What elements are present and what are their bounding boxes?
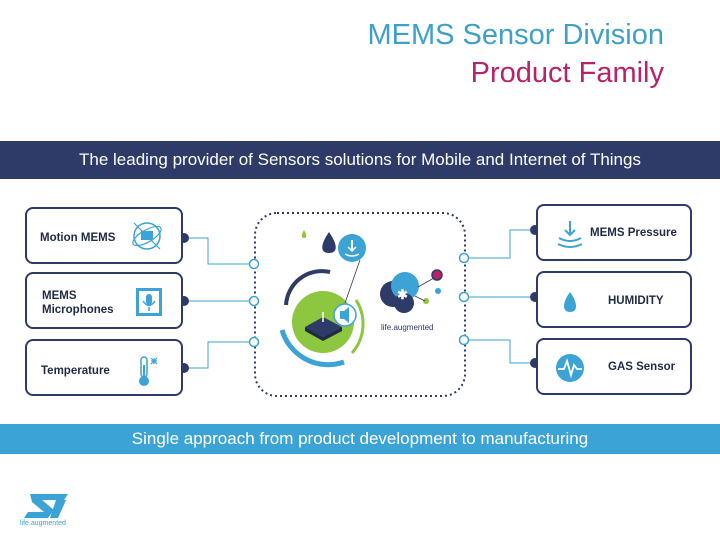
logo-tagline: life.augmented [20,520,66,527]
center-tagline: life.augmented [381,323,433,332]
card-label: Motion MEMS [40,232,116,244]
card-label: HUMIDITY [608,295,664,307]
card-temperature[interactable]: Temperature [25,339,183,396]
svg-text:✱: ✱ [397,287,408,302]
pressure-icon [557,221,583,248]
card-label: GAS Sensor [608,361,676,373]
card-mems-pressure[interactable]: MEMS Pressure [536,204,692,261]
card-gas-sensor[interactable]: GAS Sensor [536,338,692,395]
card-label: MEMS Pressure [590,227,677,239]
card-humidity[interactable]: HUMIDITY [536,271,692,328]
droplet-icon [564,292,576,312]
gas-icon [556,354,584,382]
center-hub-frame [254,212,466,397]
microphone-icon [136,288,162,316]
center-hub-graphic: ✱ life.augmented [279,230,443,368]
card-mems-microphones[interactable]: MEMS Microphones [25,272,183,329]
page-title: MEMS Sensor Division [367,19,664,51]
st-logo: life.augmented [20,494,68,527]
card-label: Temperature [41,365,110,377]
thermometer-icon [139,356,158,386]
bottom-banner: Single approach from product development… [0,424,720,454]
card-label: MEMS Microphones [42,290,114,316]
card-motion-mems[interactable]: Motion MEMS [25,207,183,264]
motion-icon [132,222,162,250]
top-banner: The leading provider of Sensors solution… [0,141,720,179]
page-subtitle: Product Family [470,57,664,89]
